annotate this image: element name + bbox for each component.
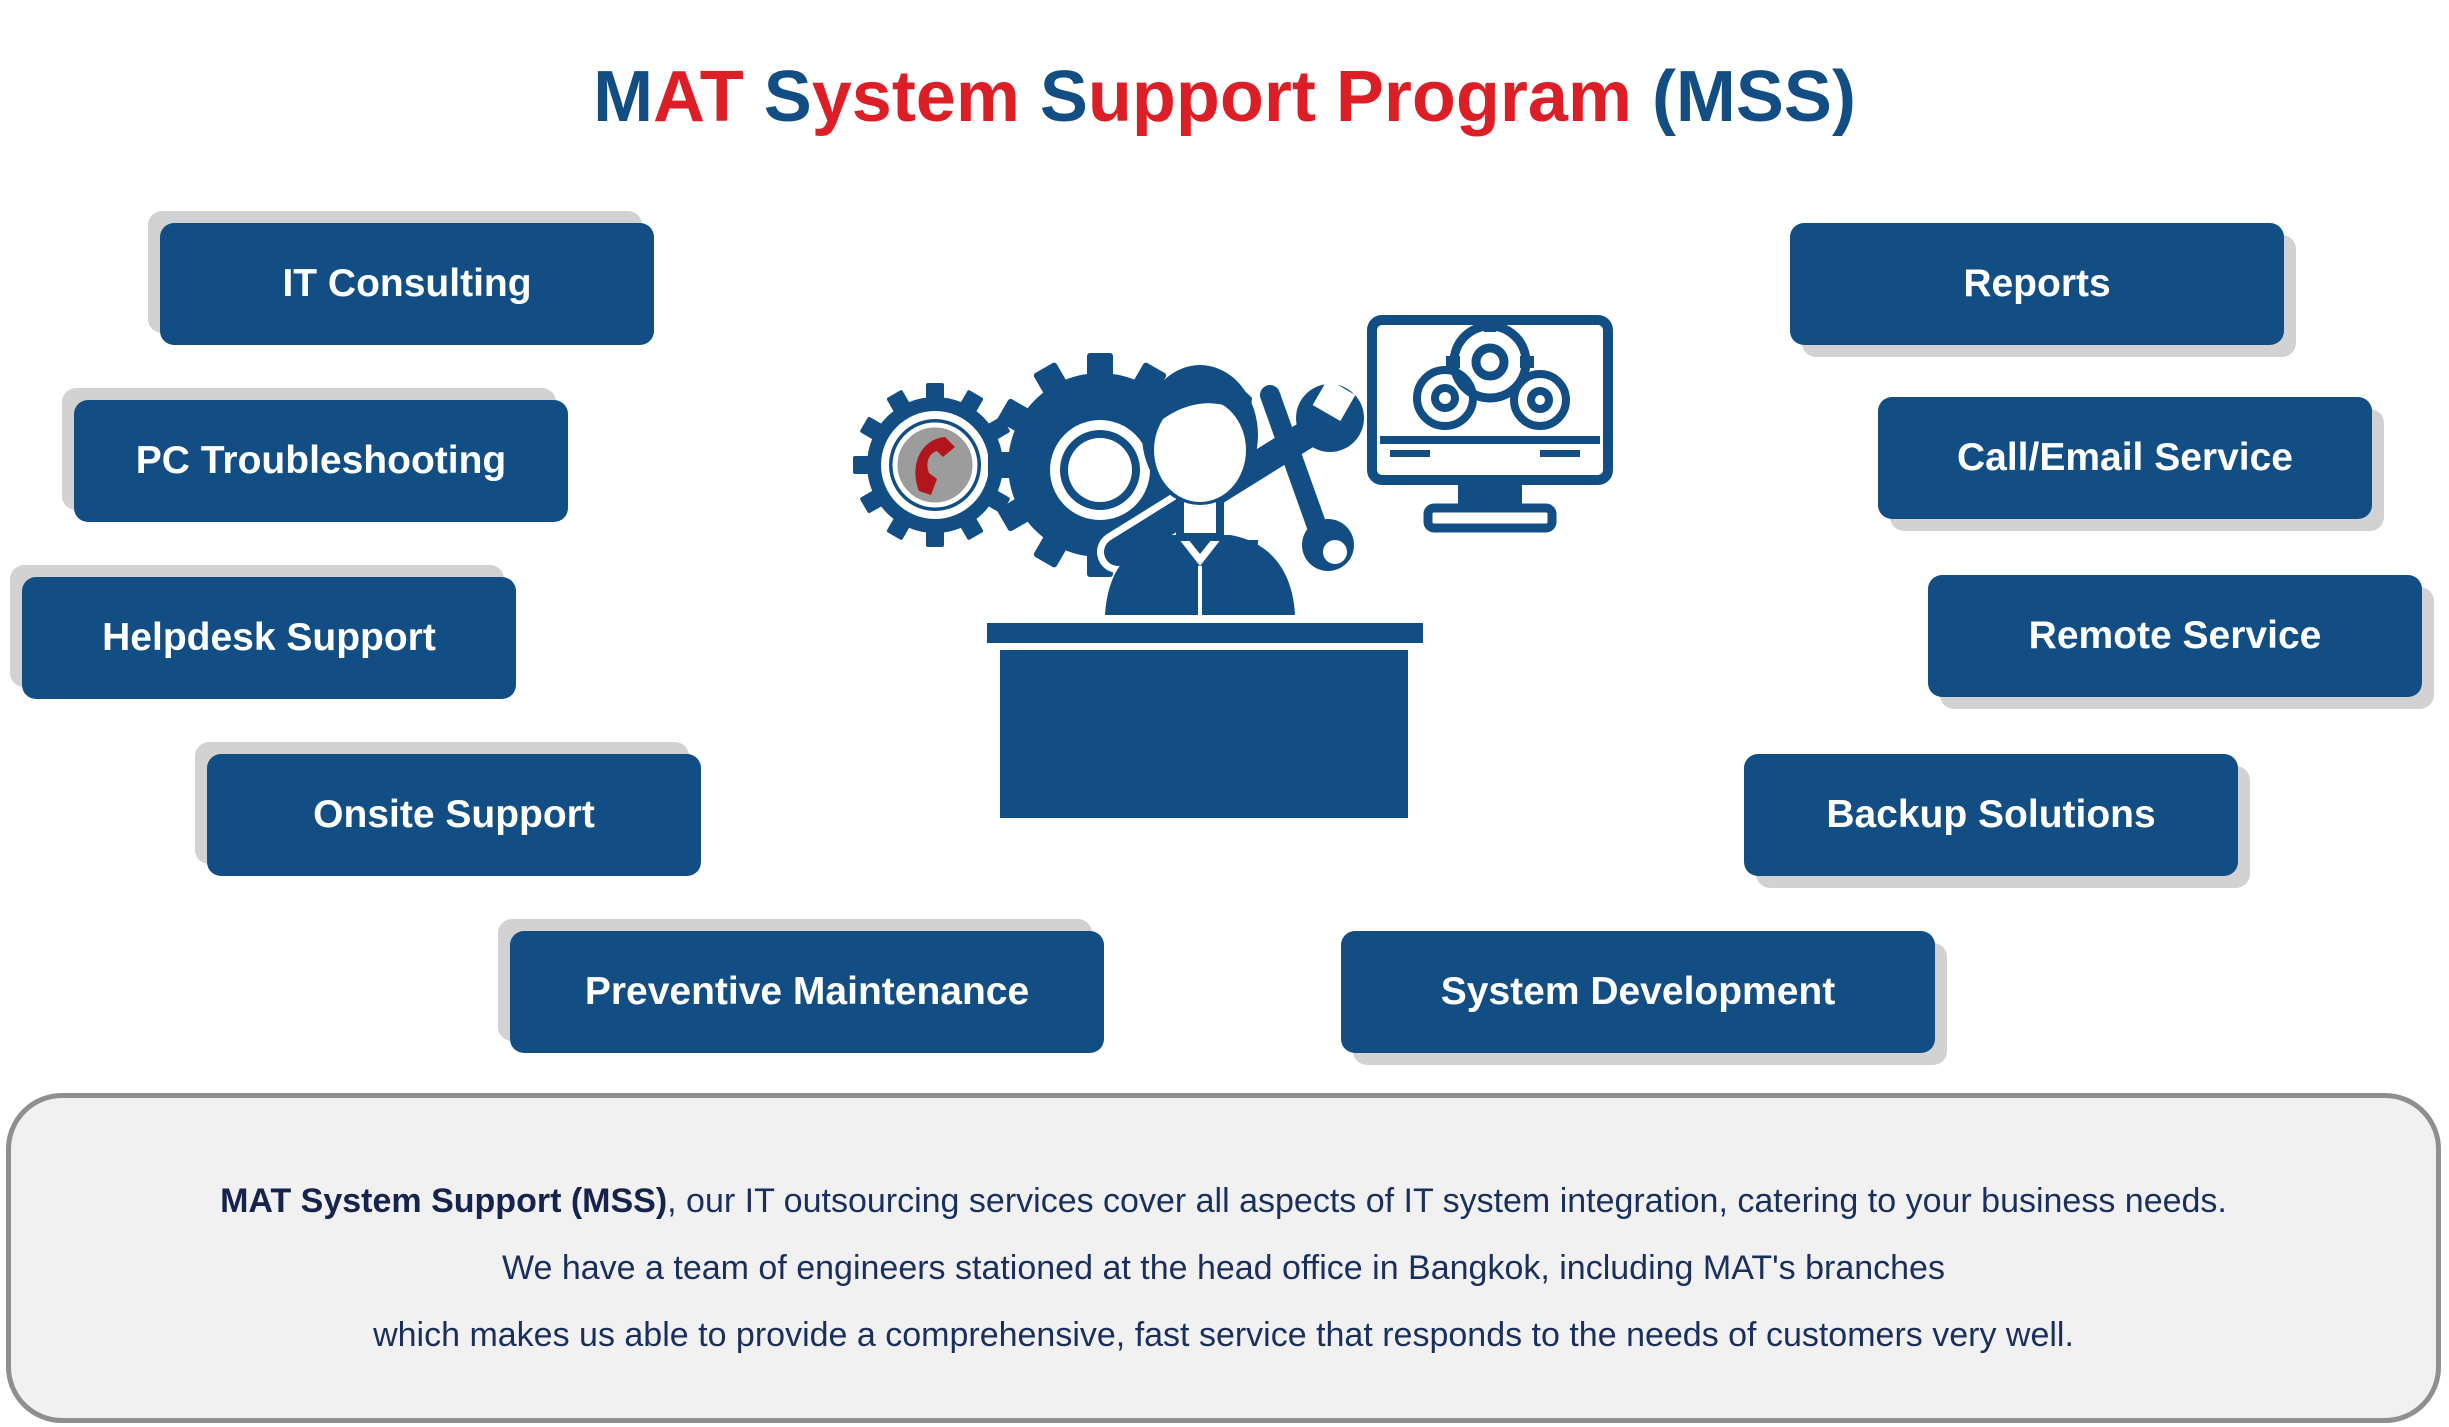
service-onsite-support: Onsite Support	[207, 754, 701, 876]
person-icon	[1105, 365, 1295, 615]
service-helpdesk-support: Helpdesk Support	[22, 577, 516, 699]
service-system-development: System Development	[1341, 931, 1935, 1053]
desk-icon	[987, 623, 1423, 818]
service-pc-troubleshooting: PC Troubleshooting	[74, 400, 568, 522]
service-reports: Reports	[1790, 223, 2284, 345]
service-preventive-maintenance: Preventive Maintenance	[510, 931, 1104, 1053]
service-backup-solutions: Backup Solutions	[1744, 754, 2238, 876]
description-line-2: We have a team of engineers stationed at…	[502, 1249, 1945, 1287]
description-panel: MAT System Support (MSS), our IT outsour…	[6, 1093, 2441, 1423]
service-it-consulting: IT Consulting	[160, 223, 654, 345]
title-part: upport	[1087, 57, 1316, 137]
title-space	[744, 57, 764, 137]
support-illustration	[850, 290, 1630, 830]
title-part: S	[1039, 57, 1088, 137]
title-space	[1316, 57, 1336, 137]
service-remote-service: Remote Service	[1928, 575, 2422, 697]
title-part: S	[763, 57, 812, 137]
description-line-3: which makes us able to provide a compreh…	[373, 1316, 2074, 1354]
description-lead: MAT System Support (MSS)	[220, 1182, 668, 1220]
description-line-1-text: , our IT outsourcing services cover all …	[667, 1182, 2227, 1220]
title-space	[1020, 57, 1040, 137]
title-part: ystem	[811, 57, 1020, 137]
title-part: AT	[653, 57, 744, 137]
magnifier-icon	[1050, 420, 1150, 520]
monitor-icon	[1367, 315, 1613, 533]
title-part: (MSS)	[1651, 57, 1856, 137]
service-call-email: Call/Email Service	[1878, 397, 2372, 519]
title-space	[1632, 57, 1652, 137]
description-line-1: MAT System Support (MSS), our IT outsour…	[11, 1168, 2436, 1235]
gear-icon	[853, 383, 1017, 547]
title-part: M	[593, 57, 654, 137]
page-title: MAT System Support Program (MSS)	[0, 52, 2449, 142]
title-part: Program	[1335, 57, 1632, 137]
phone-icon	[915, 437, 955, 495]
